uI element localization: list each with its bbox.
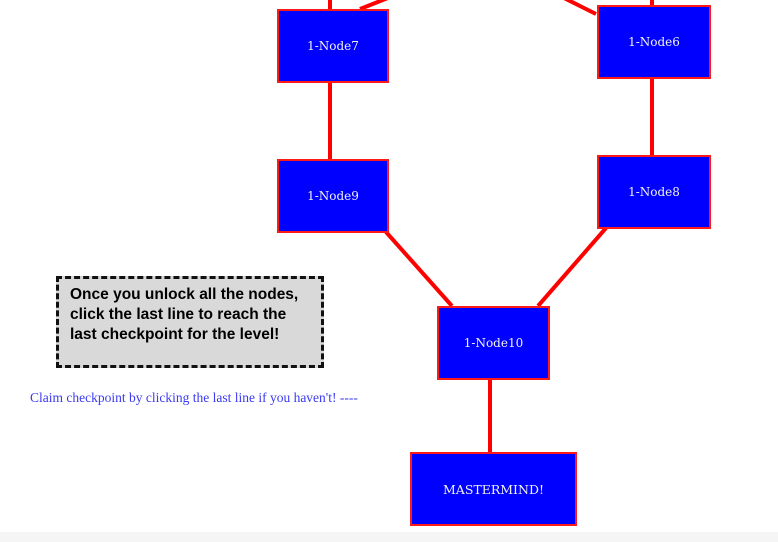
connector-node8-node10[interactable] xyxy=(536,226,608,308)
hint-box: Once you unlock all the nodes, click the… xyxy=(56,276,324,368)
node-1-node9[interactable]: 1-Node9 xyxy=(277,159,389,233)
node-1-node8[interactable]: 1-Node8 xyxy=(597,155,711,229)
claim-checkpoint-text: Claim checkpoint by clicking the last li… xyxy=(30,390,358,405)
connector-node6-up[interactable] xyxy=(548,0,597,16)
node-mastermind[interactable]: MASTERMIND! xyxy=(410,452,577,526)
node-1-node6[interactable]: 1-Node6 xyxy=(597,5,711,79)
connector-node7-up[interactable] xyxy=(359,0,408,11)
node-1-node7[interactable]: 1-Node7 xyxy=(277,9,389,83)
bottom-strip xyxy=(0,532,778,542)
node-1-node10[interactable]: 1-Node10 xyxy=(437,306,550,380)
connector-node9-node10[interactable] xyxy=(384,230,454,308)
hint-text: Once you unlock all the nodes, click the… xyxy=(70,286,299,343)
